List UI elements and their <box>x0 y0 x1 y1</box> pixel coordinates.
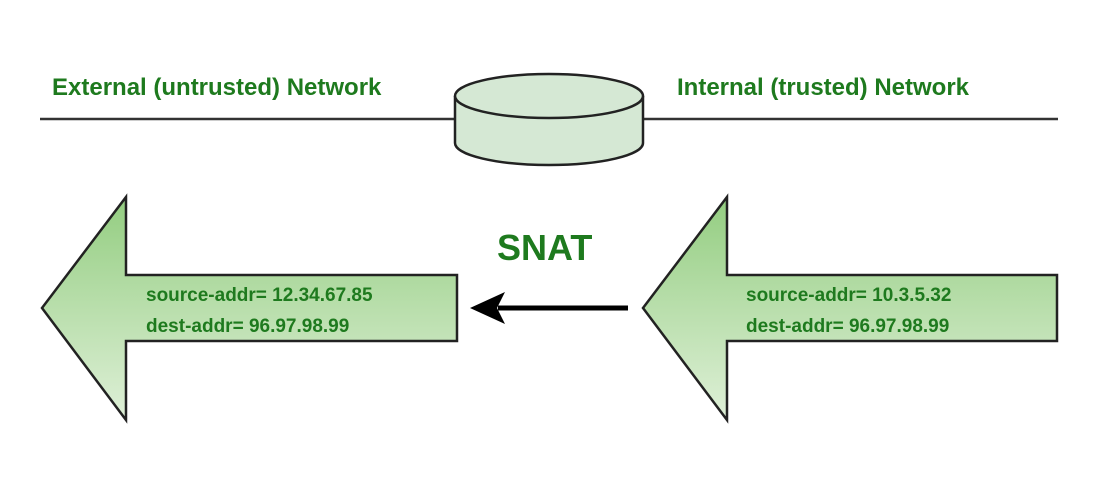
translation-arrow <box>470 292 628 324</box>
incoming-source-addr: source-addr= 10.3.5.32 <box>746 285 951 306</box>
router-cylinder <box>453 72 645 167</box>
external-network-label: External (untrusted) Network <box>52 74 382 101</box>
incoming-packet-arrow: source-addr= 10.3.5.32 dest-addr= 96.97.… <box>641 193 1059 424</box>
outgoing-packet-arrow: source-addr= 12.34.67.85 dest-addr= 96.9… <box>40 193 459 424</box>
outgoing-dest-addr: dest-addr= 96.97.98.99 <box>146 316 349 337</box>
internal-network-label: Internal (trusted) Network <box>677 74 970 101</box>
outgoing-source-addr: source-addr= 12.34.67.85 <box>146 285 373 306</box>
incoming-dest-addr: dest-addr= 96.97.98.99 <box>746 316 949 337</box>
snat-label: SNAT <box>497 227 592 268</box>
